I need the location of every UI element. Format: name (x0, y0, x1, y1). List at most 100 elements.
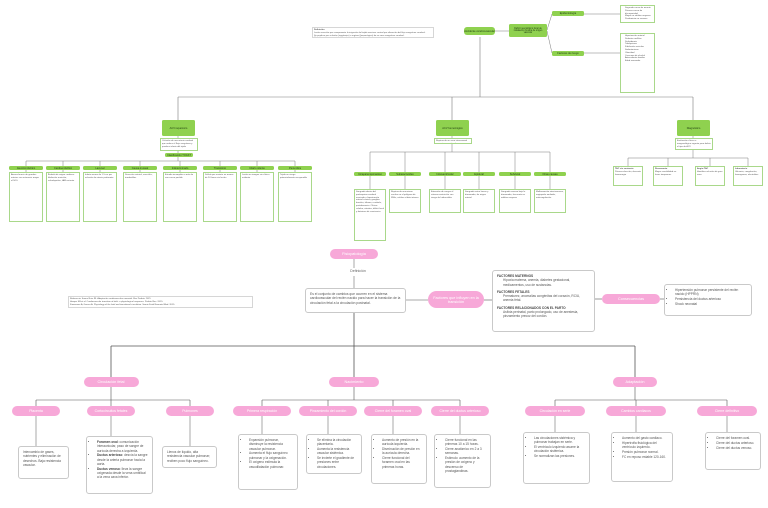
epidemiology-node[interactable]: Epidemiología (552, 11, 584, 16)
lower-detail-2-1: Expansión pulmonar, disminuye la resiste… (238, 434, 298, 490)
branch-ischemic[interactable]: ACV isquémico (162, 120, 195, 136)
lower-subnode-label: Cortocircuitos fetales (94, 409, 128, 413)
lower-detail-2-3: Aumento de presión en la aurícula izquie… (371, 434, 427, 484)
branch-hemorrhagic-desc: Ruptura de un vaso intracraneal con extr… (434, 138, 472, 144)
lower-detail-2-4: Cierre funcional en las primeras 10 a 15… (434, 434, 491, 488)
list-item: Shock neonatal (675, 302, 747, 306)
toast-node[interactable]: Clasificación TOAST (165, 153, 193, 157)
root-node[interactable]: Accidente cerebrovascular (464, 27, 495, 35)
ischemic-type-8[interactable]: Penumbra (278, 166, 312, 170)
hemorrhagic-type-box-5: Sangrado venoso bajo la duramadre, frecu… (499, 189, 531, 213)
lower-subnode-label: Cambios cardiacos (621, 409, 651, 413)
reference-notes: Referencia: Saenz Ruiz JR. Adaptación ca… (68, 296, 253, 308)
lower-subnode-2-1[interactable]: Primera respiración (233, 406, 291, 416)
ischemic-type-1[interactable]: Aterotrombótico (9, 166, 43, 170)
lower-subnode-2-2[interactable]: Pinzamiento del cordón (299, 406, 357, 416)
list-item: Cierre del ductus arterioso. (716, 441, 756, 445)
root-description-text: Déficit neurológico focal de instalación… (513, 27, 543, 34)
ischemic-type-box-3: Infarto menor de 1.5 cm por oclusión de … (83, 172, 117, 222)
risk-factors-box: Hipertensión arterialDiabetes mellitusDi… (620, 33, 655, 93)
definition-box: Es el conjunto de cambios que ocurren en… (305, 288, 406, 313)
lower-detail-list: Se elimina la circulación placentaria.Au… (311, 438, 357, 469)
factor-title: FACTORES RELACIONADOS CON EL PARTO (497, 305, 566, 310)
list-item: FC en reposo estable 120-160. (622, 455, 668, 459)
connector-line (546, 13, 553, 31)
factor-text: Prematurez, anomalías congénitas del cor… (503, 294, 581, 303)
ischemic-type-label: Indeterminado (171, 166, 189, 170)
lower-detail-list: Aumento de presión en la aurícula izquie… (376, 438, 422, 469)
ischemic-type-7[interactable]: Infarto silente (240, 166, 274, 170)
diagnosis-item-title: Resonancia (655, 168, 668, 170)
term-definition: : comunicación interauricular, paso de s… (97, 440, 144, 453)
hemorrhagic-type-5[interactable]: Subdural (499, 172, 531, 176)
list-item: Hipertensión pulmonar persistente del re… (675, 288, 747, 297)
hemorrhagic-type-6[interactable]: Otras causas (534, 172, 566, 176)
list-item: Presión pulmonar normal. (622, 450, 668, 454)
list-item: Cierre del foramen oval. (716, 436, 756, 440)
ischemic-type-5[interactable]: Indeterminado (163, 166, 197, 170)
fisiopatologia-node[interactable]: Fisiopatología (330, 249, 378, 259)
notes-title: Definición (314, 29, 325, 31)
branch-diagnosis-desc: Evaluación clínica e imagenológica urgen… (675, 138, 713, 150)
lower-subnode-2-3[interactable]: Cierre del foramen oval (364, 406, 422, 416)
lower-subnode-3-2[interactable]: Cambios cardiacos (606, 406, 666, 416)
toast-label: Clasificación TOAST (167, 153, 191, 157)
ischemic-type-2[interactable]: Cardioembólico (46, 166, 80, 170)
branch-diagnosis[interactable]: Diagnóstico (677, 120, 710, 136)
diagnosis-item-text: Mayor sensibilidad en fases tempranas (655, 170, 677, 176)
ischemic-type-label: Penumbra (289, 166, 301, 170)
ischemic-type-6[interactable]: Transitorio (203, 166, 237, 170)
list-item: Cierre anatómico en 2 a 3 semanas. (445, 447, 486, 456)
list-item: Ductus arterioso: desvía la sangre desde… (97, 453, 148, 466)
ischemic-type-3[interactable]: Lacunar (83, 166, 117, 170)
lower-subnode-2-4[interactable]: Cierre del ductus arterioso (431, 406, 489, 416)
list-item: Segunda causa de muerte (625, 7, 653, 10)
ischemic-type-box-7: Lesión en imagen sin clínica evidente (240, 172, 274, 222)
list-item: Se invierte el gradiente de presiones en… (317, 456, 357, 469)
hemorrhagic-type-1[interactable]: Intraparenquimatoso (354, 172, 386, 176)
list-item: Tabaquismo (625, 43, 653, 46)
ischemic-type-text: Émbolo de origen cardiaco: fibrilación a… (48, 174, 75, 182)
lower-subnode-1-2[interactable]: Cortocircuitos fetales (87, 406, 135, 416)
hemorrhagic-type-2[interactable]: Subaracnoideo (389, 172, 421, 176)
lower-group-3[interactable]: Adaptación (613, 377, 657, 387)
factors-node[interactable]: Factores que influyen en la transición (428, 291, 484, 308)
lower-group-2[interactable]: Nacimiento (329, 377, 379, 387)
ischemic-type-text: Aterosclerosis de grandes arterias con e… (11, 174, 39, 182)
consequences-node[interactable]: Consecuencias (602, 294, 660, 304)
lower-group-1[interactable]: Circulación fetal (83, 377, 139, 387)
list-item: Antecedente familiar (625, 57, 653, 60)
ischemic-type-text: Disección arterial, vasculitis, trombofi… (125, 174, 153, 179)
list-item: Obesidad (625, 52, 653, 55)
lower-subnode-3-3[interactable]: Cierre definitivo (697, 406, 757, 416)
consequences-box: Hipertensión pulmonar persistente del re… (664, 284, 752, 316)
hemorrhagic-type-box-1: Sangrado dentro del parénquima cerebral … (354, 189, 386, 241)
hemorrhagic-type-4[interactable]: Epidural (463, 172, 495, 176)
lower-subnode-3-1[interactable]: Circulación en serie (525, 406, 585, 416)
risk-factors-node[interactable]: Factores de riesgo (552, 51, 584, 56)
lower-detail-text: Intercambio de gases, nutrientes y elimi… (23, 450, 61, 467)
lower-subnode-1-1[interactable]: Placenta (12, 406, 60, 416)
hemorrhagic-type-text: Sangrado entre hueso y duramadre, de ori… (465, 191, 489, 199)
list-item: Estímulo: aumento de la presión de oxíge… (445, 456, 486, 473)
lower-subnode-label: Cierre del ductus arterioso (439, 409, 481, 413)
list-item: Cierre del ductus venoso. (716, 446, 756, 450)
ischemic-type-box-6: Déficit que revierte en menos de 24 hora… (203, 172, 237, 222)
list-item: Sedentarismo (625, 49, 653, 52)
ischemic-type-label: Transitorio (213, 166, 227, 170)
ischemic-type-box-8: Tejido en riesgo potencialmente recupera… (278, 172, 312, 222)
branch-hemorrhagic[interactable]: ACV hemorrágico (436, 120, 469, 136)
factors-label: Factores que influyen en la transición (433, 295, 479, 304)
branch-diagnosis-desc-text: Evaluación clínica e imagenológica urgen… (677, 140, 711, 148)
ischemic-type-4[interactable]: Causa inusual (123, 166, 157, 170)
lower-subnode-1-3[interactable]: Pulmones (166, 406, 214, 416)
list-item: Disminución de presión en la aurícula de… (382, 447, 422, 456)
lower-detail-1-3: Llenos de líquido, alta resistencia vasc… (162, 446, 217, 468)
hemorrhagic-type-3[interactable]: Intraventricular (429, 172, 461, 176)
